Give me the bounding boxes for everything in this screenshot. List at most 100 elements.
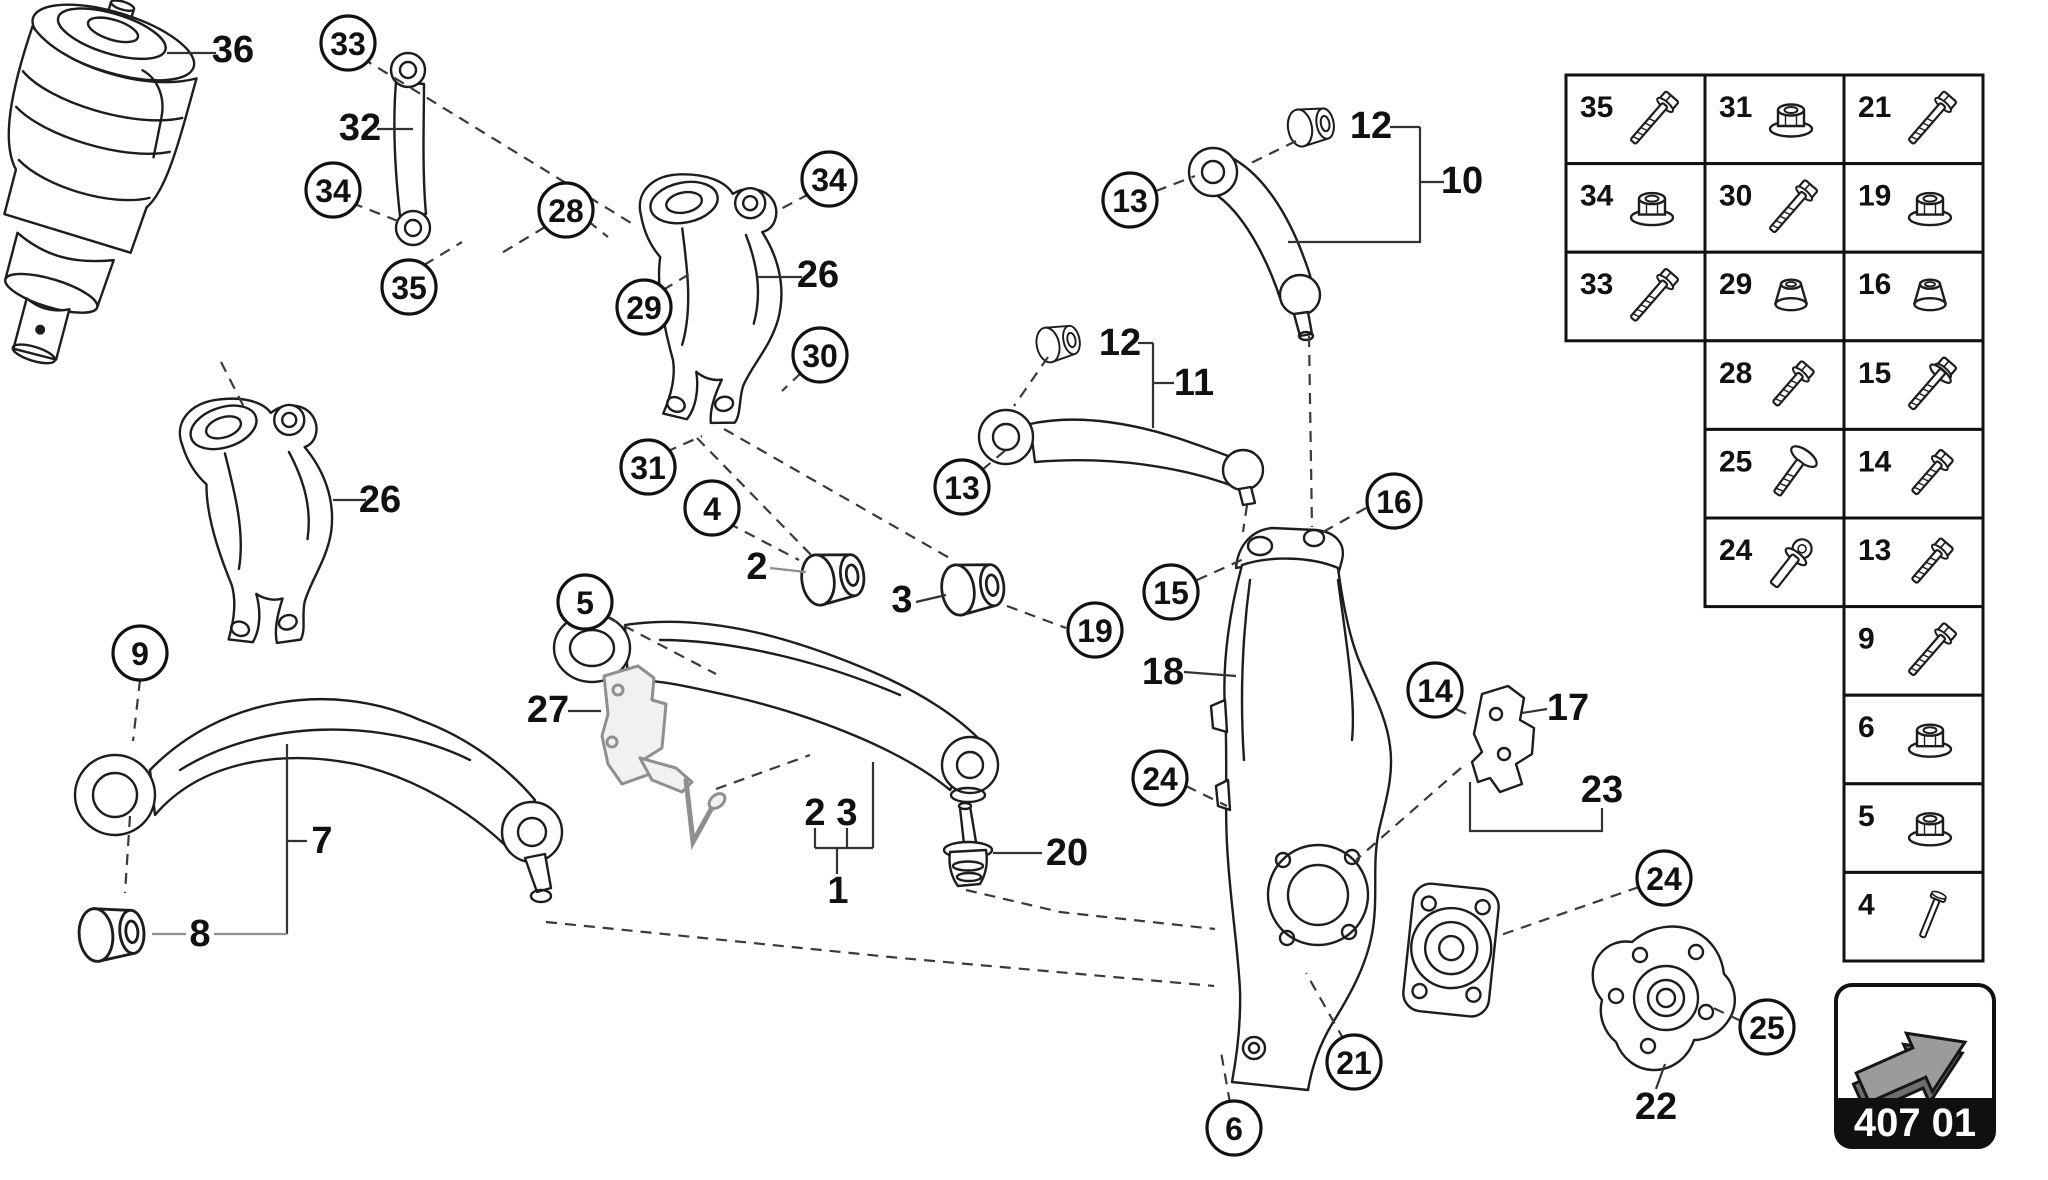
leader-line <box>1183 670 1237 678</box>
leader-line <box>1521 707 1548 715</box>
callout-15: 15 <box>1142 563 1200 621</box>
bolt-long-icon <box>1630 267 1680 322</box>
table-cell-19: 19 <box>1842 162 1985 254</box>
dashed-leader-line <box>587 220 609 238</box>
leader-line <box>1654 1063 1667 1090</box>
table-cell-35: 35 <box>1564 73 1707 166</box>
section-code-box: 407 01 <box>1834 983 1996 1149</box>
table-cell-number: 14 <box>1858 445 1892 478</box>
part-label-8: 8 <box>189 913 210 955</box>
callout-circle <box>111 624 169 682</box>
dashed-leader-line <box>715 753 811 791</box>
table-cell-15: 15 <box>1842 339 1985 431</box>
callout-circle <box>319 14 377 72</box>
callout-number: 15 <box>1153 575 1189 611</box>
callout-35: 35 <box>380 258 438 316</box>
part-label-26: 26 <box>359 479 401 521</box>
washer-bolt-icon <box>1908 356 1958 411</box>
table-cell-number: 21 <box>1858 91 1891 124</box>
bushing-3 <box>937 557 1009 619</box>
table-cell-5: 5 <box>1842 782 1985 874</box>
table-cell-number: 31 <box>1719 91 1752 124</box>
dashed-leader-line <box>1155 174 1196 193</box>
callout-21: 21 <box>1325 1033 1383 1091</box>
collar-nut-icon <box>1912 278 1948 312</box>
callout-circle <box>615 278 673 336</box>
table-cell-number: 5 <box>1858 800 1875 833</box>
table-cell-6: 6 <box>1842 693 1985 786</box>
dashed-leader-line <box>1013 356 1049 407</box>
dashed-leader-line <box>776 193 810 212</box>
bolt-icon <box>1772 360 1815 407</box>
cap-bolt-icon <box>1769 538 1813 589</box>
callout-number: 33 <box>330 26 366 62</box>
dashed-leader-line <box>1219 1051 1232 1104</box>
callout-circle <box>1738 998 1796 1056</box>
dashed-leader-line <box>1006 604 1067 630</box>
callout-number: 19 <box>1077 613 1113 649</box>
dashed-leader-line <box>131 679 142 742</box>
callout-circle <box>1066 601 1124 659</box>
dashed-leader-line <box>1196 556 1247 582</box>
callout-circle <box>1635 849 1693 907</box>
table-cell-4: 4 <box>1842 870 1985 963</box>
callout-number: 25 <box>1749 1010 1785 1046</box>
dashed-leader-line <box>981 448 1008 471</box>
table-cell-28: 28 <box>1703 339 1846 431</box>
callout-circle <box>791 326 849 384</box>
callout-number: 5 <box>576 585 594 621</box>
table-cell-31: 31 <box>1703 73 1846 166</box>
part-label-36: 36 <box>212 29 254 71</box>
callout-circle <box>537 181 595 239</box>
dashed-leader-line <box>723 428 954 561</box>
upper-control-arm-10 <box>1187 146 1322 342</box>
callout-number: 30 <box>802 338 838 374</box>
callout-number: 29 <box>626 290 662 326</box>
callout-34: 34 <box>800 150 858 208</box>
pin-bolt-icon <box>1919 890 1947 939</box>
sensor-bracket-17 <box>1470 684 1536 794</box>
flange-nut-icon <box>1907 723 1953 758</box>
table-cell-number: 9 <box>1858 623 1875 656</box>
pivot-bolt-icon <box>1773 445 1818 497</box>
part-label-10: 10 <box>1441 160 1483 202</box>
lower-control-arm-7 <box>73 697 564 904</box>
callout-circle <box>304 161 362 219</box>
part-label-17: 17 <box>1547 687 1589 729</box>
bolt-long-icon <box>1769 179 1819 234</box>
table-cell-24: 24 <box>1703 516 1846 609</box>
table-cell-number: 33 <box>1580 268 1613 301</box>
part-label-2: 2 <box>746 546 767 588</box>
bolt-icon <box>1911 448 1954 496</box>
dashed-leader-line <box>781 372 802 392</box>
dashed-leader-line <box>1185 785 1228 807</box>
dashed-leader-line <box>1355 767 1462 861</box>
part-label-11: 11 <box>1174 362 1214 404</box>
callout-number: 9 <box>131 636 149 672</box>
air-strut-36 <box>3 0 198 365</box>
callout-number: 34 <box>315 173 351 209</box>
dashed-leader-line <box>662 272 692 291</box>
dashed-leader-line <box>351 201 404 225</box>
callout-24: 24 <box>1635 849 1693 907</box>
callout-13: 13 <box>1101 171 1159 229</box>
callout-circle <box>1205 1099 1263 1157</box>
table-cell-number: 25 <box>1719 445 1752 478</box>
part-label-23: 23 <box>1581 769 1623 811</box>
wheel-hub-22 <box>1591 925 1736 1072</box>
flange-nut-icon <box>1907 191 1953 227</box>
callout-number: 6 <box>1225 1111 1243 1147</box>
ball-joint-20 <box>942 801 994 888</box>
dashed-leader-line <box>1248 140 1297 165</box>
steering-knuckle-18 <box>1209 526 1393 1092</box>
part-label-7: 7 <box>311 820 332 862</box>
table-cell-13: 13 <box>1842 516 1985 609</box>
section-code: 407 01 <box>1854 1101 1976 1145</box>
dashed-leader-line <box>727 522 800 561</box>
dashed-leader-line <box>1494 885 1640 939</box>
callout-29: 29 <box>615 278 673 336</box>
leader-line <box>1288 127 1422 244</box>
callout-circle <box>380 258 438 316</box>
